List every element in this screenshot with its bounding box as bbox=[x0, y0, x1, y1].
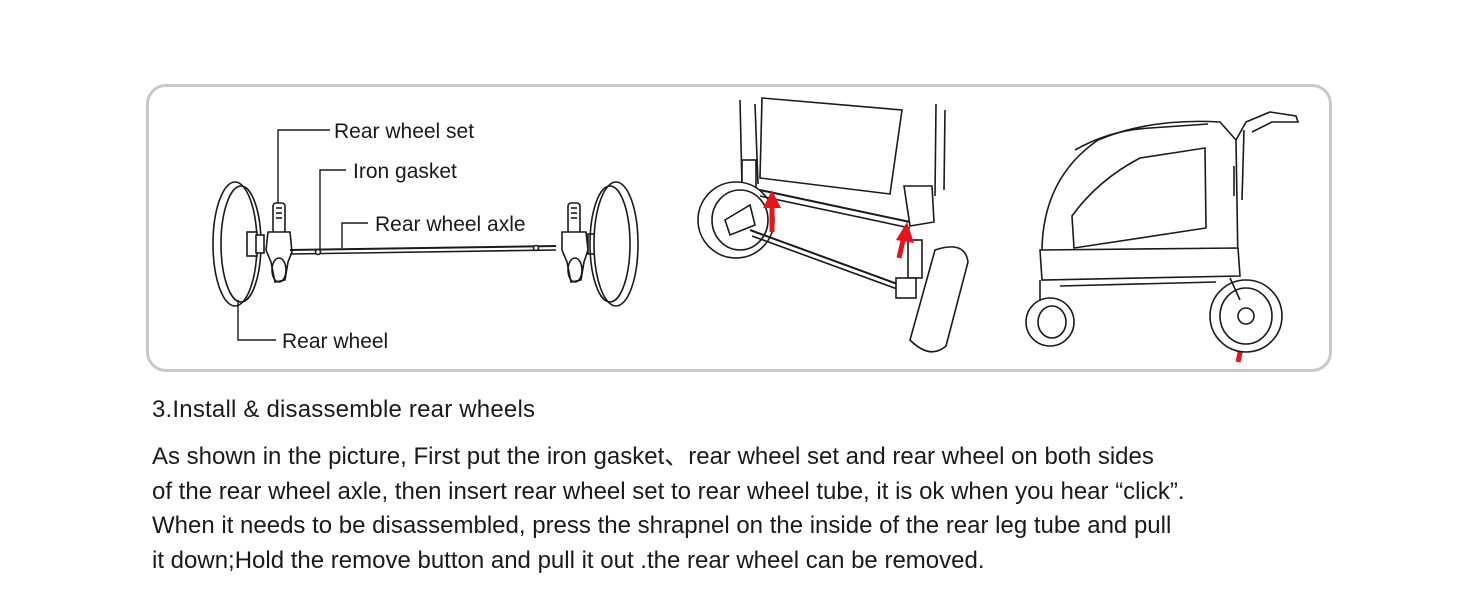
section-heading: 3.Install & disassemble rear wheels bbox=[152, 396, 536, 423]
label-rear-wheel-axle: Rear wheel axle bbox=[375, 213, 526, 236]
rear-wheel-axle bbox=[289, 245, 557, 251]
instruction-line: When it needs to be disassembled, press … bbox=[152, 512, 1172, 539]
label-rear-wheel: Rear wheel bbox=[282, 330, 388, 353]
right-rear-wheel bbox=[593, 181, 639, 307]
label-rear-wheel-set: Rear wheel set bbox=[334, 120, 474, 143]
stroller-front-wheel bbox=[1025, 297, 1075, 347]
closeup-right-wheel bbox=[909, 246, 969, 353]
stroller-diagram bbox=[1025, 111, 1300, 353]
label-iron-gasket: Iron gasket bbox=[353, 160, 457, 183]
instruction-line: it down;Hold the remove button and pull … bbox=[152, 546, 985, 574]
rear-wheel-illustrations: Rear wheel set Iron gasket Rear wheel ax… bbox=[212, 97, 1300, 363]
instruction-line: of the rear wheel axle, then insert rear… bbox=[152, 477, 1185, 505]
installation-closeup bbox=[697, 97, 969, 353]
instruction-text: As shown in the picture, First put the i… bbox=[152, 440, 1392, 578]
exploded-axle-diagram bbox=[212, 129, 639, 341]
instruction-line: As shown in the picture, First put the i… bbox=[152, 443, 1154, 470]
